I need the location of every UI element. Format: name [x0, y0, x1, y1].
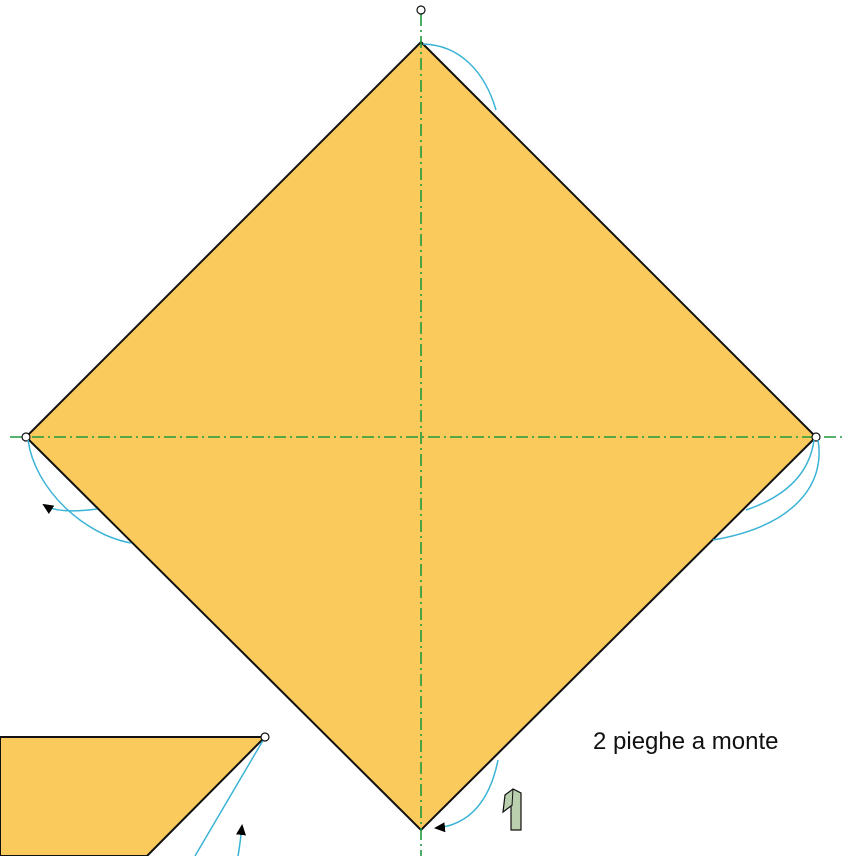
- left-fold-curve: [27, 439, 132, 544]
- top-point-marker: [416, 5, 426, 15]
- paper-step-preview: [0, 736, 268, 856]
- right-point-marker: [811, 432, 821, 442]
- fold-instruction-caption: 2 pieghe a monte: [593, 728, 779, 755]
- step-preview-fold-arrow: [236, 824, 246, 856]
- step-preview-point-marker: [260, 732, 270, 742]
- bottom-fold-curve: [434, 759, 499, 833]
- top-fold-curve: [422, 43, 497, 111]
- left-fold-arrow: [42, 503, 98, 515]
- mountain-fold-symbol-icon: [502, 788, 522, 831]
- step-preview-crease: [194, 736, 266, 856]
- right-fold-curve-outer: [712, 439, 820, 541]
- right-fold-curve-inner: [745, 439, 815, 511]
- left-point-marker: [21, 432, 31, 442]
